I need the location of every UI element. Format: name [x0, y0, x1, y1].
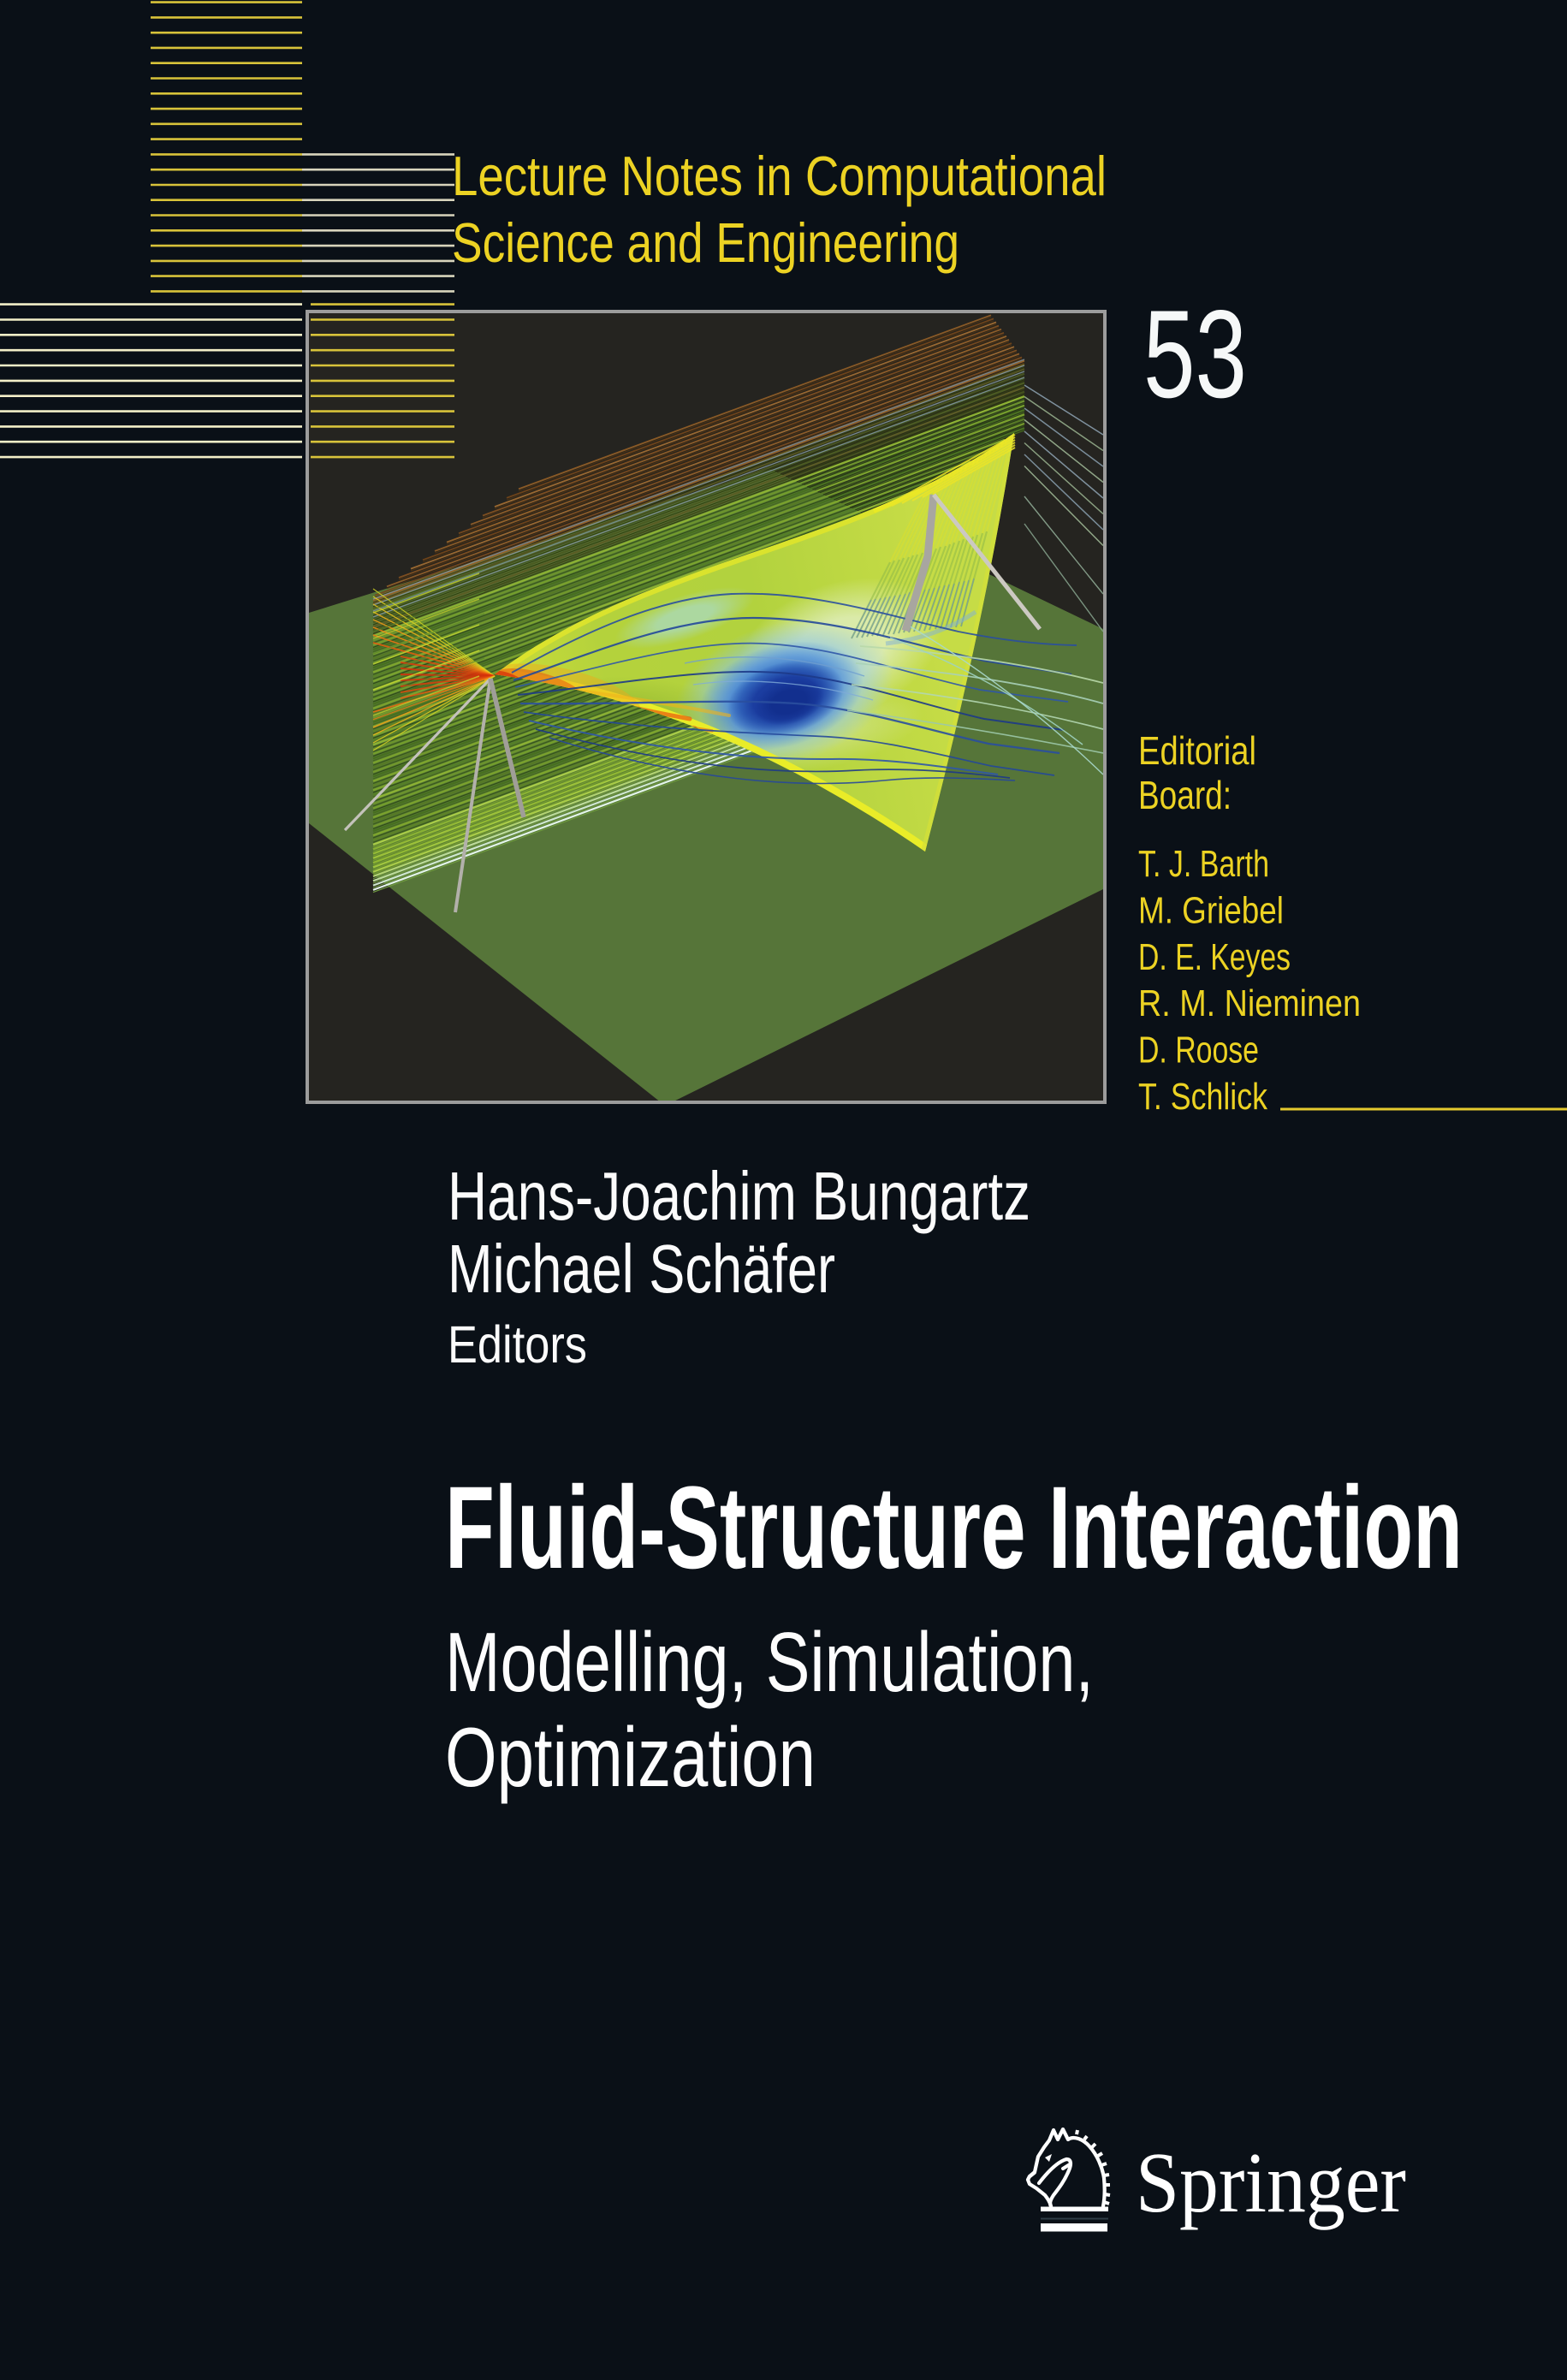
svg-text:Springer: Springer	[1136, 2134, 1406, 2230]
svg-text:Modelling, Simulation,: Modelling, Simulation,	[445, 1615, 1094, 1709]
svg-text:Lecture Notes in Computational: Lecture Notes in Computational	[452, 145, 1107, 207]
svg-text:T. J. Barth: T. J. Barth	[1138, 843, 1269, 885]
svg-text:M. Griebel: M. Griebel	[1138, 889, 1284, 931]
svg-text:R. M. Nieminen: R. M. Nieminen	[1138, 982, 1361, 1024]
svg-text:D. Roose: D. Roose	[1138, 1030, 1259, 1071]
svg-text:Editorial: Editorial	[1138, 728, 1256, 773]
svg-text:Board:: Board:	[1138, 773, 1232, 817]
svg-text:Fluid-Structure Interaction: Fluid-Structure Interaction	[445, 1463, 1463, 1594]
svg-text:Editors: Editors	[448, 1315, 587, 1374]
svg-text:Optimization: Optimization	[445, 1710, 816, 1804]
svg-text:T. Schlick: T. Schlick	[1138, 1076, 1268, 1118]
svg-text:Hans-Joachim Bungartz: Hans-Joachim Bungartz	[448, 1158, 1030, 1234]
svg-text:53: 53	[1143, 284, 1247, 424]
svg-text:D. E. Keyes: D. E. Keyes	[1138, 936, 1291, 978]
svg-text:Michael Schäfer: Michael Schäfer	[448, 1231, 835, 1307]
svg-text:Science and Engineering: Science and Engineering	[452, 211, 959, 274]
